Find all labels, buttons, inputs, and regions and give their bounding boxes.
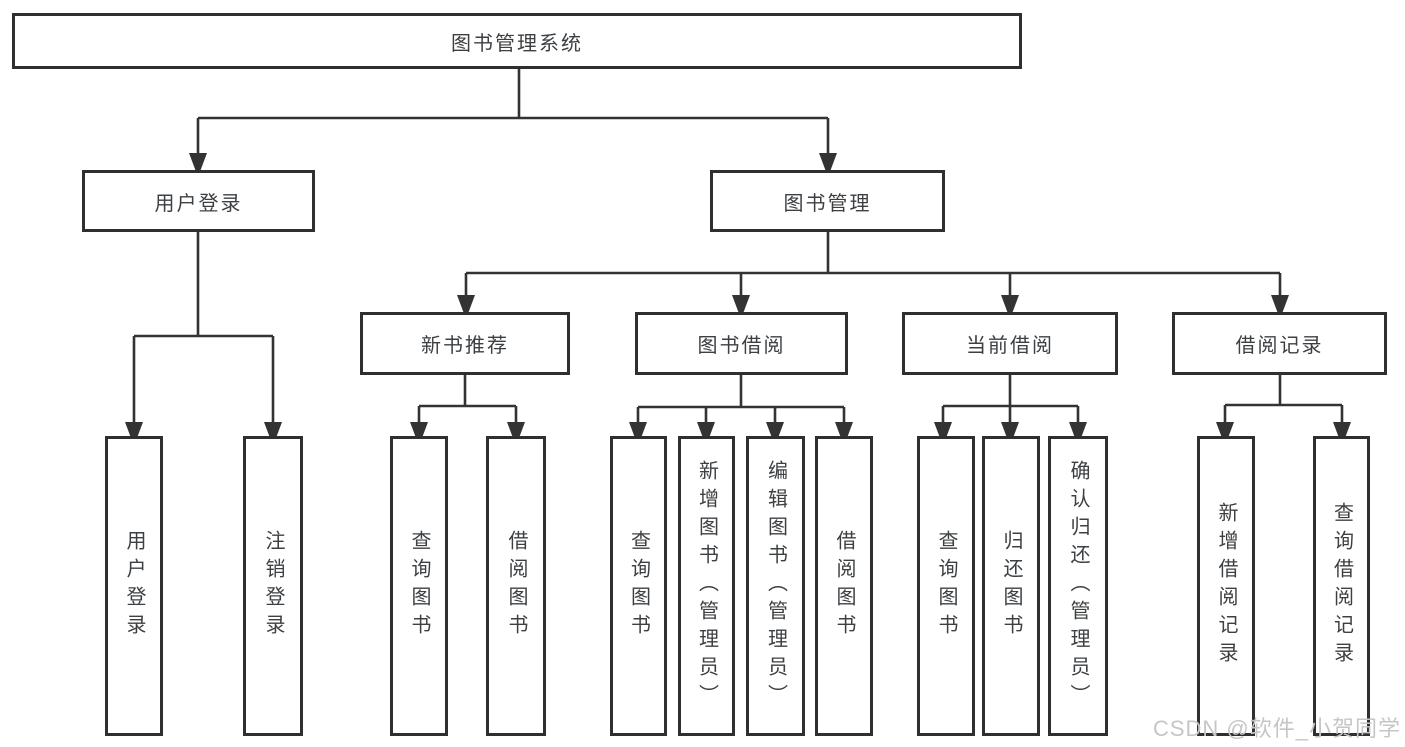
leaf-recommend-query-books-label: 查询图书 [408, 530, 430, 642]
leaf-edit-books-admin: 编辑图书（管理员） [746, 436, 805, 736]
csdn-watermark: CSDN @软件_小贺同学 [1152, 716, 1401, 741]
leaf-recommend-borrow-books: 借阅图书 [486, 436, 546, 736]
leaf-return-books: 归还图书 [982, 436, 1040, 736]
leaf-add-borrow-record: 新增借阅记录 [1197, 436, 1255, 736]
leaf-query-borrow-record-label: 查询借阅记录 [1330, 502, 1353, 670]
node-borrow-records: 借阅记录 [1172, 312, 1387, 375]
node-root-system: 图书管理系统 [12, 13, 1022, 69]
node-user-login-label: 用户登录 [154, 192, 243, 215]
leaf-user-login-label: 用户登录 [123, 530, 145, 642]
leaf-borrow-books: 借阅图书 [815, 436, 873, 736]
node-new-book-recommend: 新书推荐 [360, 312, 570, 375]
leaf-borrow-query-books-label: 查询图书 [627, 530, 650, 642]
leaf-add-borrow-record-label: 新增借阅记录 [1215, 502, 1237, 670]
leaf-add-books-admin-label: 新增图书（管理员） [695, 460, 718, 712]
leaf-user-login: 用户登录 [105, 436, 163, 736]
node-current-borrow: 当前借阅 [902, 312, 1118, 375]
node-book-borrow-label: 图书借阅 [697, 335, 786, 357]
node-user-login: 用户登录 [82, 170, 315, 232]
node-current-borrow-label: 当前借阅 [966, 335, 1054, 357]
leaf-query-borrow-record: 查询借阅记录 [1313, 436, 1370, 736]
leaf-confirm-return-admin-label: 确认归还（管理员） [1067, 460, 1089, 712]
node-book-management: 图书管理 [710, 170, 945, 232]
leaf-confirm-return-admin: 确认归还（管理员） [1048, 436, 1108, 736]
leaf-add-books-admin: 新增图书（管理员） [678, 436, 735, 736]
leaf-borrow-books-label: 借阅图书 [833, 530, 855, 642]
leaf-edit-books-admin-label: 编辑图书（管理员） [764, 460, 787, 712]
node-borrow-records-label: 借阅记录 [1235, 335, 1324, 357]
node-book-borrow: 图书借阅 [635, 312, 848, 375]
leaf-return-books-label: 归还图书 [1000, 530, 1022, 642]
leaf-recommend-query-books: 查询图书 [390, 436, 448, 736]
leaf-recommend-borrow-books-label: 借阅图书 [505, 530, 527, 642]
leaf-borrow-query-books: 查询图书 [610, 436, 667, 736]
arrowheads [125, 153, 1351, 446]
leaf-logout-label: 注销登录 [262, 530, 284, 642]
leaf-current-query-books-label: 查询图书 [935, 530, 957, 642]
node-root-system-label: 图书管理系统 [451, 32, 583, 55]
node-new-book-recommend-label: 新书推荐 [421, 335, 509, 357]
leaf-logout: 注销登录 [243, 436, 303, 736]
node-book-management-label: 图书管理 [783, 192, 872, 215]
leaf-current-query-books: 查询图书 [917, 436, 975, 736]
